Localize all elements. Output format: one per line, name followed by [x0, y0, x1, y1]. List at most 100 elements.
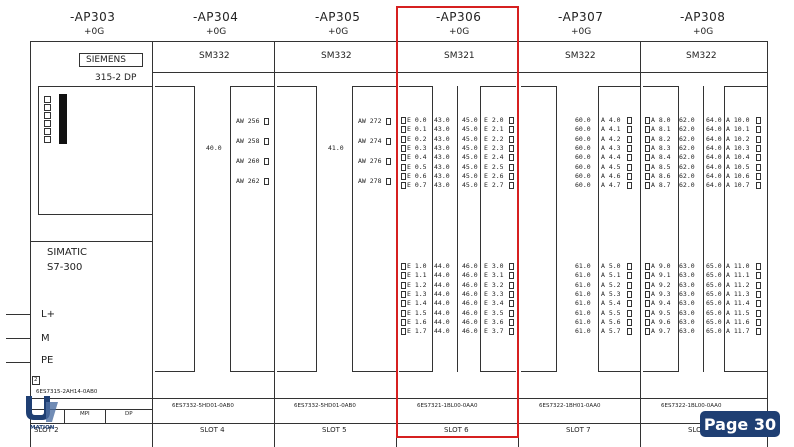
ap307-output-address: A 5.4 [601, 299, 621, 308]
ap307-terminal-marker [627, 309, 632, 317]
ap306-left-terminal-marker [401, 290, 406, 298]
ap306-wire-number: 44.0 [434, 317, 450, 326]
ap306-wire-number: 46.0 [462, 289, 478, 298]
ap308-wire-number: 62.0 [679, 162, 695, 171]
ap306-wire-number: 44.0 [434, 299, 450, 308]
ap307-wire-number: 60.0 [575, 171, 591, 180]
ap308-right-terminal-marker [756, 309, 761, 317]
ap307-terminal-marker [627, 154, 632, 162]
ap308-wire-number: 63.0 [679, 262, 695, 270]
ap308-output-address: A 8.5 [651, 162, 671, 171]
ap306-input-address: E 0.3 [407, 143, 427, 152]
ap307-location: +0G [571, 27, 592, 37]
ap308-right-terminal-marker [756, 154, 761, 162]
ap306-wire-number: 45.0 [462, 116, 478, 124]
ap308-wire-number: 63.0 [679, 299, 695, 308]
ap306-right-terminal-marker [509, 163, 514, 171]
ap307-terminal-marker [627, 318, 632, 326]
ap306-wire-number: 46.0 [462, 299, 478, 308]
ap308-output-address: A 11.1 [726, 271, 750, 280]
ap308-right-terminal-marker [756, 328, 761, 336]
ap305-output-address: AW 272 [358, 117, 382, 125]
ap308-wire-number: 63.0 [679, 327, 695, 336]
ap308-right-terminal-marker [756, 163, 761, 171]
ap306-input-address: E 1.0 [407, 262, 427, 270]
ap306-right-terminal-marker [509, 300, 514, 308]
ap306-wire-number: 44.0 [434, 327, 450, 336]
ap307-wire-number: 61.0 [575, 299, 591, 308]
ap306-wire-number: 43.0 [434, 134, 450, 143]
ap308-right-terminal-marker [756, 117, 761, 124]
ap306-highlight-box [396, 6, 519, 438]
ap308-wire-number: 62.0 [679, 143, 695, 152]
ap306-input-address: E 2.4 [484, 153, 504, 162]
ap307-output-address: A 4.4 [601, 153, 621, 162]
ap308-output-address: A 8.3 [651, 143, 671, 152]
ap306-wire-number: 43.0 [434, 116, 450, 124]
module-row-line [152, 72, 768, 73]
ap308-output-address: A 8.6 [651, 171, 671, 180]
ap308-output-address: A 9.3 [651, 289, 671, 298]
page-number-badge: Page 30 [700, 411, 780, 437]
ap308-left-terminal-marker [645, 281, 650, 289]
ap305-output-address: AW 278 [358, 177, 382, 185]
ap308-left-terminal-marker [645, 318, 650, 326]
ap307-terminal-marker [627, 182, 632, 190]
ap308-right-terminal-marker [756, 281, 761, 289]
ap306-order-number: 6ES7321-1BL00-0AA0 [417, 403, 478, 409]
ap307-wire-number: 60.0 [575, 181, 591, 190]
ap306-wire-number: 46.0 [462, 280, 478, 289]
ap305-terminal-marker [386, 138, 391, 145]
ap308-right-terminal-marker [756, 144, 761, 152]
ap306-input-address: E 1.2 [407, 280, 427, 289]
ap306-right-terminal-marker [509, 309, 514, 317]
ap305-output-address: AW 274 [358, 137, 382, 145]
cpu-port-line [30, 409, 152, 410]
ap306-wire-number: 43.0 [434, 153, 450, 162]
ap308-wire-number: 65.0 [706, 280, 722, 289]
ap304-terminal-marker [264, 138, 269, 145]
ap307-output-address: A 5.6 [601, 317, 621, 326]
siemens-logo-box [79, 53, 143, 67]
ap308-right-terminal-marker [756, 318, 761, 326]
ap308-wire-number: 64.0 [706, 125, 722, 134]
ap306-input-address: E 2.3 [484, 143, 504, 152]
ap305-order-number: 6ES7332-5HD01-0AB0 [294, 403, 356, 409]
ap306-wire-number: 43.0 [434, 181, 450, 190]
ap307-terminal-marker [627, 290, 632, 298]
ap306-input-address: E 0.2 [407, 134, 427, 143]
ap308-output-address: A 11.2 [726, 280, 750, 289]
ap306-wire-number: 43.0 [434, 162, 450, 171]
ap307-output-address: A 5.0 [601, 262, 621, 270]
frame-right [767, 41, 768, 447]
ap307-right-block [598, 86, 640, 372]
ap306-right-terminal-marker [509, 144, 514, 152]
ap306-input-address: E 3.2 [484, 280, 504, 289]
ap306-wire-number: 43.0 [434, 125, 450, 134]
ap306-right-block [480, 86, 516, 372]
ap306-input-address: E 1.1 [407, 271, 427, 280]
ap308-output-address: A 11.6 [726, 317, 750, 326]
ap308-left-terminal-marker [645, 328, 650, 336]
ap308-output-address: A 11.0 [726, 262, 750, 270]
ap307-output-address: A 4.5 [601, 162, 621, 171]
ap307-wire-number: 61.0 [575, 327, 591, 336]
ap305-terminal-marker [386, 178, 391, 185]
ap307-output-address: A 5.5 [601, 308, 621, 317]
ap307-output-address: A 4.7 [601, 181, 621, 190]
ap308-right-block [724, 86, 767, 372]
ap306-wire-number: 45.0 [462, 134, 478, 143]
rail-m-wire [6, 338, 30, 339]
mode-switch [59, 94, 67, 144]
status-led-3 [44, 112, 51, 119]
brand-logo: MATION [22, 392, 66, 432]
ap308-wire-number: 63.0 [679, 289, 695, 298]
ap306-left-terminal-marker [401, 328, 406, 336]
cpu-series: S7-300 [47, 262, 83, 273]
ap307-wire-number: 60.0 [575, 153, 591, 162]
status-led-1 [44, 96, 51, 103]
ap308-output-address: A 8.0 [651, 116, 671, 124]
ap306-right-terminal-marker [509, 290, 514, 298]
ap308-right-terminal-marker [756, 263, 761, 270]
ap308-wire-number: 62.0 [679, 116, 695, 124]
